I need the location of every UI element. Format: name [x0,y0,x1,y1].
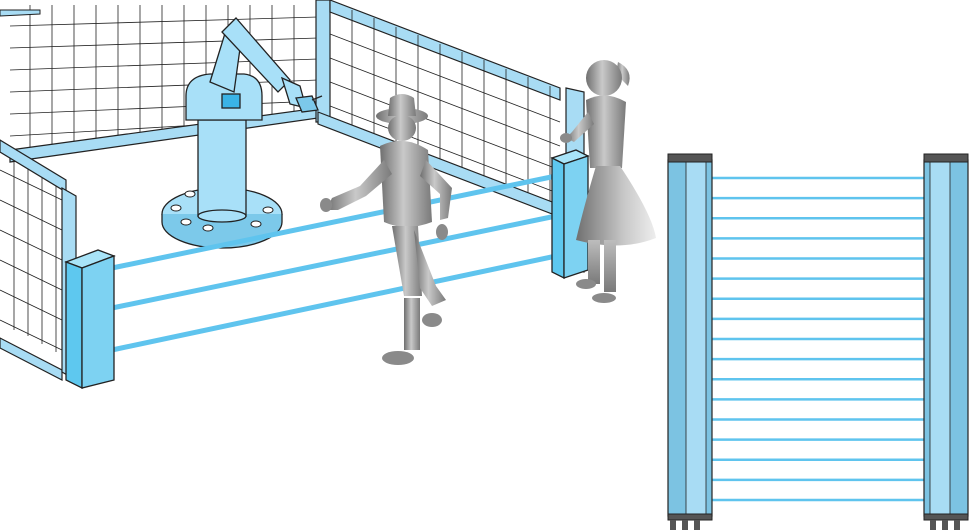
curtain-receiver-column [924,154,968,530]
right-fence [318,0,584,272]
robot-cell [0,0,656,388]
curtain-beam-array [712,178,924,500]
curtain-receiver-feet [930,520,960,530]
person-man-walking [320,94,452,365]
curtain-emitter-feet [670,520,700,530]
back-fence-corner-post [316,0,330,122]
cell-emitter-post [66,250,114,388]
left-fence-mesh [0,160,62,352]
curtain-emitter-column [668,154,712,530]
back-fence-bottom-rail [10,108,318,162]
light-curtain-pair [668,154,968,530]
left-fence [0,140,76,380]
